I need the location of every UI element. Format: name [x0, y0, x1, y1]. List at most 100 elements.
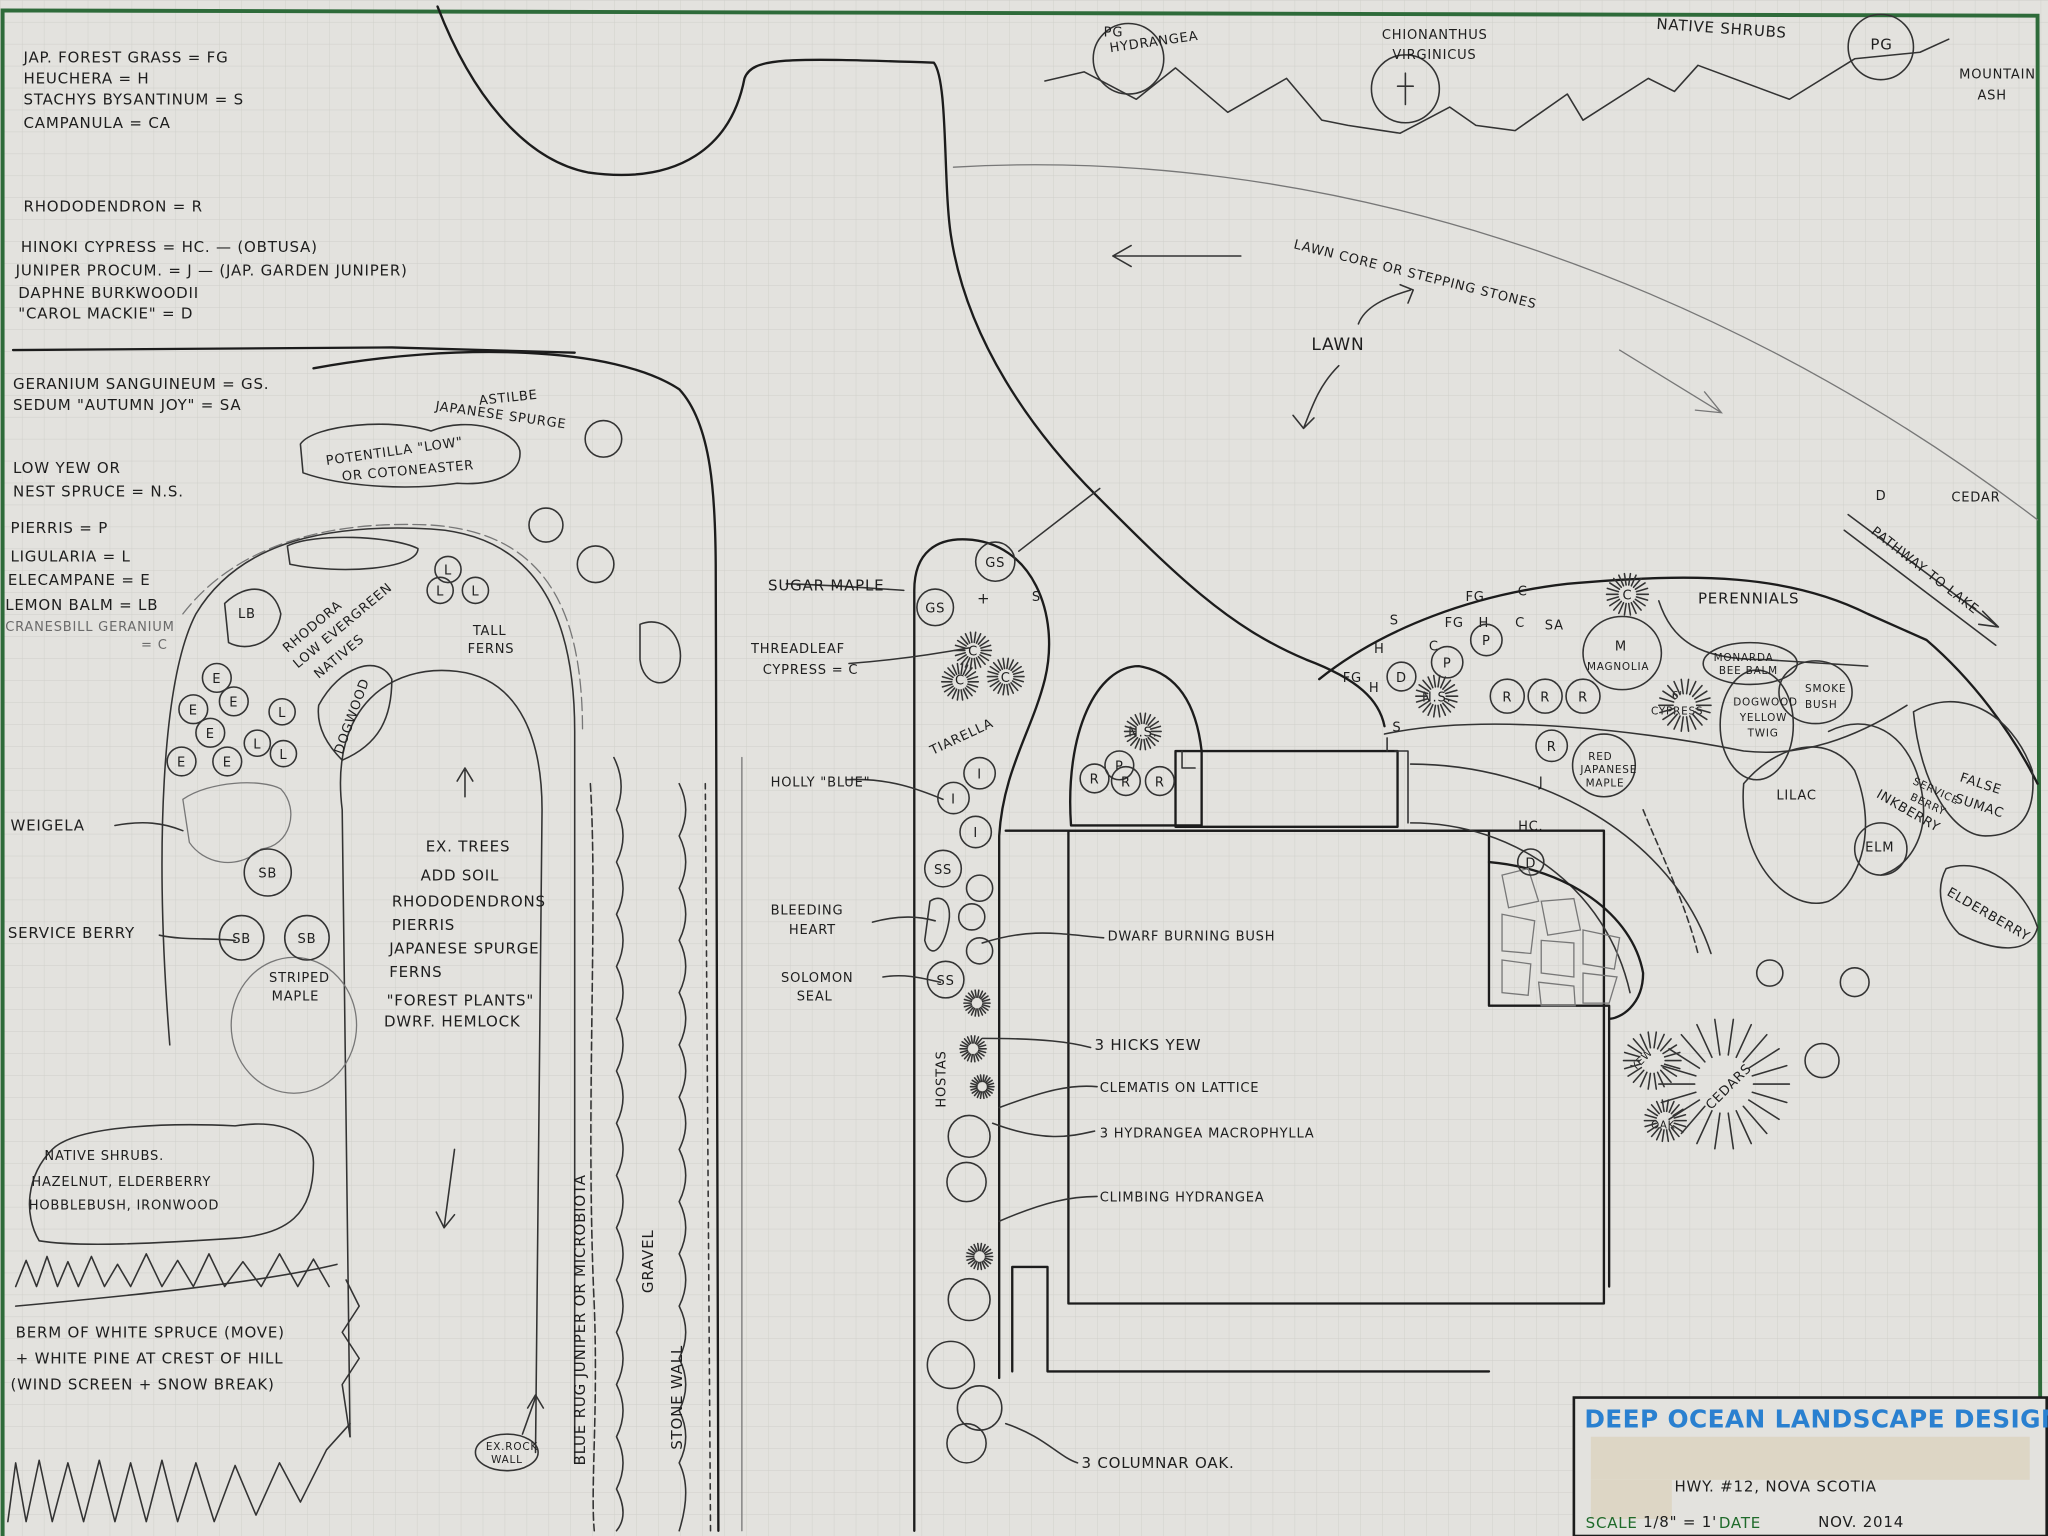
plant-circle — [201, 662, 232, 694]
plant-symbol: L — [461, 576, 490, 605]
perennial-code: S — [1390, 613, 1399, 628]
company-name: DEEP OCEAN LANDSCAPE DESIGN — [1584, 1405, 2048, 1434]
legend-line: JUNIPER PROCUM. = J — (JAP. GARDEN JUNIP… — [15, 262, 408, 280]
plant-code: R — [1578, 690, 1588, 705]
callout-label: 3 HICKS YEW — [1095, 1036, 1202, 1054]
plant-symbol: E — [195, 717, 226, 748]
leader-line — [998, 1195, 1098, 1223]
plant-symbol: R — [1565, 678, 1601, 714]
plant-circle — [1527, 678, 1563, 714]
plant-code: HC. — [1518, 820, 1543, 835]
center-note: RHODODENDRONS — [392, 892, 546, 910]
legend-line: LOW YEW OR — [13, 459, 121, 477]
leader-line — [991, 1122, 1096, 1138]
native-shrubs-note: HOBBLEBUSH, IRONWOOD — [29, 1198, 219, 1213]
chionanthus-label: CHIONANTHUS — [1382, 28, 1488, 43]
plant-symbol: SA — [1545, 619, 1563, 634]
plant-code: M — [1615, 639, 1627, 654]
legend-line: = C — [141, 638, 168, 653]
arrow-icon — [435, 1148, 456, 1229]
sugar-maple-mark: + — [977, 589, 990, 607]
project-location: HWY. #12, NOVA SCOTIA — [1674, 1478, 1876, 1496]
perennial-code: H — [1369, 681, 1380, 696]
red-japanese-maple — [1571, 733, 1637, 798]
plant-code: E — [212, 672, 221, 687]
tape-strip — [1590, 1479, 1672, 1520]
center-note: FERNS — [389, 963, 442, 981]
pathway-arrow-icon — [1843, 513, 2000, 647]
legend: JAP. FOREST GRASS = FG HEUCHERA = H STAC… — [5, 49, 576, 653]
potentilla-bed — [299, 423, 521, 488]
plant-circle — [461, 576, 490, 605]
plant-circle — [218, 914, 265, 961]
conifer-burst-icon — [953, 631, 993, 670]
conifer-burst-icon — [1415, 674, 1459, 718]
title-block: DEEP OCEAN LANDSCAPE DESIGN HWY. #12, NO… — [1572, 1396, 2048, 1536]
plant-code: R — [1121, 775, 1131, 790]
pg-hydrangea-shrub — [1092, 22, 1165, 95]
plant-circle — [937, 781, 970, 815]
service-berry-label: SERVICE BERRY — [8, 924, 135, 942]
plant-symbol: SS — [926, 960, 965, 999]
smoke-bush-label: SMOKE — [1805, 683, 1846, 695]
smoke-bush — [1778, 660, 1853, 725]
plant-circle — [195, 717, 226, 748]
legend-line: RHODODENDRON = R — [24, 198, 203, 216]
plant-code: D — [1396, 671, 1407, 686]
plant-symbol: E — [212, 746, 243, 777]
perennial-code: S — [1392, 720, 1401, 735]
center-note: JAPANESE SPURGE — [388, 939, 539, 957]
plant-circle — [1489, 678, 1526, 714]
plant-code: E — [177, 756, 186, 771]
leader-line — [1004, 1422, 1079, 1464]
callout-label: 3 HYDRANGEA MACROPHYLLA — [1100, 1127, 1315, 1142]
plant-code: L — [436, 585, 444, 600]
leader-line — [848, 647, 970, 665]
callout-label: CLIMBING HYDRANGEA — [1100, 1191, 1265, 1206]
dogwood-label: TWIG — [1747, 728, 1779, 740]
monarda-label: BEE BALM — [1719, 665, 1778, 677]
plant-code: E — [206, 727, 215, 742]
cedar-mark: D — [1876, 489, 1887, 504]
leader-line — [998, 1085, 1098, 1109]
patio-stones — [1501, 867, 1621, 1007]
cypress-label: CYPRESS — [1651, 705, 1703, 717]
plant-symbol: P — [1430, 645, 1464, 679]
red-maple-label: RED — [1588, 751, 1612, 763]
lilac-shrub — [1742, 746, 1867, 904]
legend-line: CRANESBILL GERANIUM — [5, 620, 174, 635]
plant-circle — [166, 746, 197, 777]
plant-circle — [1144, 765, 1175, 797]
plant-symbol: E — [218, 686, 249, 717]
legend-line: SEDUM "AUTUMN JOY" = SA — [13, 396, 241, 414]
plant-circle — [923, 849, 963, 888]
dogwood-label: YELLOW — [1739, 712, 1787, 724]
tape-strip — [1590, 1436, 2030, 1480]
plant-symbol: C — [968, 645, 977, 660]
legend-line: GERANIUM SANGUINEUM = GS. — [13, 375, 269, 393]
leader-line — [845, 778, 944, 801]
plant-symbol: M — [1615, 639, 1627, 654]
plant-circle — [178, 694, 209, 725]
plant-circle — [269, 739, 298, 768]
leader-line — [114, 821, 184, 832]
chionanthus-label: VIRGINICUS — [1392, 48, 1476, 63]
legend-line: HEUCHERA = H — [24, 70, 150, 88]
plant-code: GS — [985, 556, 1005, 571]
plant-code: C — [1001, 671, 1011, 686]
plant-symbol: L — [268, 697, 296, 726]
plant-symbol: GS — [916, 588, 955, 627]
plant-circle — [1386, 661, 1417, 692]
leader-line — [981, 1037, 1092, 1049]
legend-line: HINOKI CYPRESS = HC. — (OBTUSA) — [21, 238, 318, 256]
plant-symbol: C — [1001, 671, 1011, 686]
perennial-code: C — [1515, 616, 1525, 631]
center-note: ADD SOIL — [421, 866, 500, 884]
dogwood-label: DOGWOOD — [1733, 696, 1798, 708]
plant-code: R — [1090, 773, 1100, 788]
plant-circle — [1516, 848, 1545, 876]
legend-divider — [11, 346, 576, 354]
plant-circle — [268, 697, 296, 726]
perennials-label: PERENNIALS — [1698, 589, 1799, 607]
sugar-maple-label: SUGAR MAPLE — [768, 576, 884, 594]
